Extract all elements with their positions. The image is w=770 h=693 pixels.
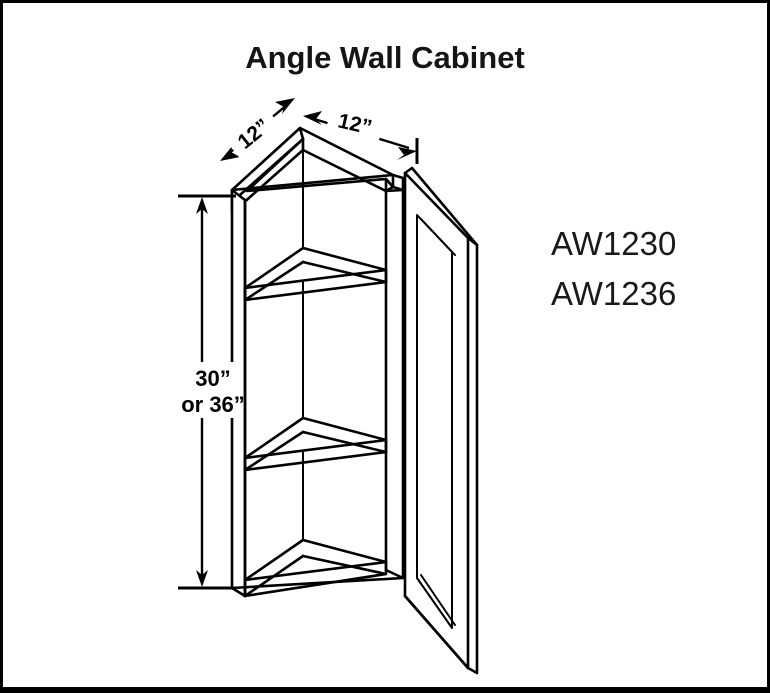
model-code-1: AW1230 xyxy=(551,225,676,262)
width-left-dim-arrow-upper-icon xyxy=(275,98,295,114)
shelf-2-front-band-left xyxy=(243,430,305,472)
width-right-dim-arrow-left-icon xyxy=(303,111,322,125)
figure-title: Angle Wall Cabinet xyxy=(245,40,525,75)
shelf-1-surface xyxy=(243,246,388,290)
width-left-dim-group: 12” xyxy=(220,98,295,162)
cabinet-apex-edge xyxy=(298,126,305,141)
cabinet-door-panel-shadow-top xyxy=(420,218,456,256)
cabinet-right-stile xyxy=(384,188,405,580)
model-code-2: AW1236 xyxy=(551,275,676,312)
width-left-dim-arrow-lower-icon xyxy=(220,145,240,161)
cabinet-door-panel-shadow-bottom xyxy=(420,574,456,626)
cabinet-bottom-outer-edge xyxy=(230,576,405,590)
height-dim-label-backdrop xyxy=(162,362,242,418)
height-dim-label-line2: or 36” xyxy=(181,392,245,417)
shelf-3-front-band-left xyxy=(243,554,305,598)
shelf-1-front-band-right xyxy=(301,260,388,284)
width-left-dim-label-backdrop xyxy=(223,104,283,162)
shelf-3-front-band-right xyxy=(301,554,388,576)
cabinet-top-corner-block xyxy=(391,173,405,192)
width-right-dim-arrow-right-icon xyxy=(397,147,417,160)
shelf-1-edge-thickness xyxy=(243,268,388,302)
shelf-2-front-band-right xyxy=(301,430,388,454)
width-right-dim-group: 12” xyxy=(303,102,419,164)
cabinet-door-bottom-edge xyxy=(403,594,470,670)
shelf-2-surface xyxy=(243,416,388,460)
shelf-1-front-band-left xyxy=(243,260,305,302)
cabinet-door-top-thickness xyxy=(403,166,479,247)
height-dim-label-line1: 30” xyxy=(195,366,230,391)
height-dim-arrow-top-icon xyxy=(196,197,208,214)
cabinet-door-edge-thickness xyxy=(466,236,479,675)
cabinet-door-outer-face xyxy=(403,171,470,670)
height-dim-arrow-bottom-icon xyxy=(196,570,208,587)
width-right-dim-label-backdrop xyxy=(325,102,385,144)
shelf-2-edge-thickness xyxy=(243,438,388,472)
